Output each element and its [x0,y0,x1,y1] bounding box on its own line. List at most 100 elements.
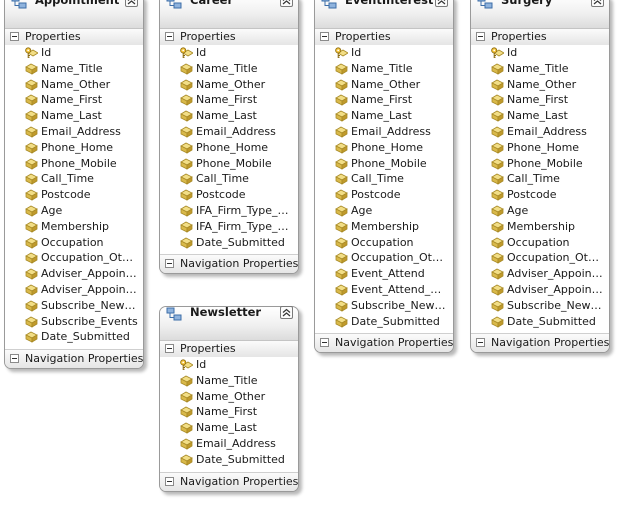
property-item[interactable]: Adviser_Appointm... [471,266,609,282]
collapse-minus-icon[interactable] [320,338,329,348]
property-item[interactable]: Date_Submitted [160,235,298,251]
property-item[interactable]: Phone_Home [160,140,298,156]
property-item[interactable]: Subscribe_Events [5,314,143,330]
property-item[interactable]: Name_Other [471,77,609,93]
collapse-button[interactable] [125,0,138,7]
property-item[interactable]: Event_Attend_Other [315,282,453,298]
property-item[interactable]: Occupation [315,235,453,251]
property-item[interactable]: Subscribe_Newsle... [471,298,609,314]
property-item[interactable]: Email_Address [160,124,298,140]
property-item[interactable]: Phone_Home [471,140,609,156]
property-item[interactable]: Phone_Mobile [471,156,609,172]
property-item[interactable]: Phone_Mobile [160,156,298,172]
property-item[interactable]: Name_First [5,92,143,108]
properties-section-header[interactable]: Properties [315,29,453,45]
property-item[interactable]: Name_Title [160,373,298,389]
property-item[interactable]: Date_Submitted [5,329,143,345]
collapse-button[interactable] [280,0,293,7]
property-item[interactable]: Subscribe_Newsle... [5,298,143,314]
property-item[interactable]: Name_Last [160,108,298,124]
property-item[interactable]: Age [5,203,143,219]
collapse-button[interactable] [280,306,293,319]
property-item[interactable]: Id [315,45,453,61]
property-item[interactable]: Postcode [160,187,298,203]
property-item[interactable]: Id [5,45,143,61]
property-item[interactable]: Occupation_Other [471,250,609,266]
entity-header[interactable]: Career [160,0,298,29]
property-item[interactable]: Email_Address [160,436,298,452]
navigation-section-header[interactable]: Navigation Properties [160,471,298,491]
collapse-button[interactable] [591,0,604,7]
property-item[interactable]: Call_Time [315,171,453,187]
properties-section-header[interactable]: Properties [471,29,609,45]
property-item[interactable]: Call_Time [160,171,298,187]
entity-header[interactable]: Appointment [5,0,143,29]
property-item[interactable]: Date_Submitted [160,452,298,468]
property-item[interactable]: Phone_Home [5,140,143,156]
entity-header[interactable]: Surgery [471,0,609,29]
property-item[interactable]: Phone_Mobile [315,156,453,172]
property-item[interactable]: Name_Other [5,77,143,93]
property-item[interactable]: IFA_Firm_Type_C... [160,219,298,235]
property-item[interactable]: Occupation [471,235,609,251]
collapse-minus-icon[interactable] [320,32,329,41]
property-item[interactable]: Age [315,203,453,219]
navigation-section-header[interactable]: Navigation Properties [471,333,609,353]
property-item[interactable]: Phone_Mobile [5,156,143,172]
property-item[interactable]: Name_Title [5,61,143,77]
property-item[interactable]: Name_First [471,92,609,108]
collapse-minus-icon[interactable] [165,259,174,269]
property-item[interactable]: Name_Other [160,77,298,93]
property-item[interactable]: Membership [471,219,609,235]
navigation-section-header[interactable]: Navigation Properties [160,254,298,274]
property-item[interactable]: Name_First [315,92,453,108]
property-item[interactable]: Name_Other [315,77,453,93]
property-item[interactable]: Membership [315,219,453,235]
property-item[interactable]: Adviser_Appointm... [5,282,143,298]
navigation-section-header[interactable]: Navigation Properties [5,349,143,369]
property-item[interactable]: Call_Time [471,171,609,187]
property-item[interactable]: Id [471,45,609,61]
collapse-minus-icon[interactable] [10,32,19,41]
property-item[interactable]: Name_Last [315,108,453,124]
property-item[interactable]: Postcode [5,187,143,203]
property-item[interactable]: Occupation_Other [315,250,453,266]
property-item[interactable]: Date_Submitted [315,314,453,330]
property-item[interactable]: Adviser_Appointm... [471,282,609,298]
properties-section-header[interactable]: Properties [160,341,298,357]
property-item[interactable]: Event_Attend [315,266,453,282]
property-item[interactable]: Name_Last [160,420,298,436]
collapse-minus-icon[interactable] [165,344,174,353]
entity-header[interactable]: EventInterest [315,0,453,29]
property-item[interactable]: Name_First [160,92,298,108]
collapse-minus-icon[interactable] [10,354,19,364]
properties-section-header[interactable]: Properties [160,29,298,45]
property-item[interactable]: Subscribe_Newsle... [315,298,453,314]
collapse-minus-icon[interactable] [165,476,174,486]
collapse-button[interactable] [435,0,448,7]
properties-section-header[interactable]: Properties [5,29,143,45]
property-item[interactable]: Date_Submitted [471,314,609,330]
entity-header[interactable]: Newsletter [160,305,298,341]
property-item[interactable]: Adviser_Appointm... [5,266,143,282]
property-item[interactable]: Id [160,357,298,373]
property-item[interactable]: Name_Title [315,61,453,77]
property-item[interactable]: Postcode [471,187,609,203]
property-item[interactable]: Call_Time [5,171,143,187]
property-item[interactable]: IFA_Firm_Type_C... [160,203,298,219]
collapse-minus-icon[interactable] [165,32,174,41]
property-item[interactable]: Id [160,45,298,61]
property-item[interactable]: Name_Title [471,61,609,77]
collapse-minus-icon[interactable] [476,338,485,348]
property-item[interactable]: Name_First [160,404,298,420]
property-item[interactable]: Name_Last [471,108,609,124]
property-item[interactable]: Name_Other [160,389,298,405]
collapse-minus-icon[interactable] [476,32,485,41]
property-item[interactable]: Name_Title [160,61,298,77]
navigation-section-header[interactable]: Navigation Properties [315,333,453,353]
